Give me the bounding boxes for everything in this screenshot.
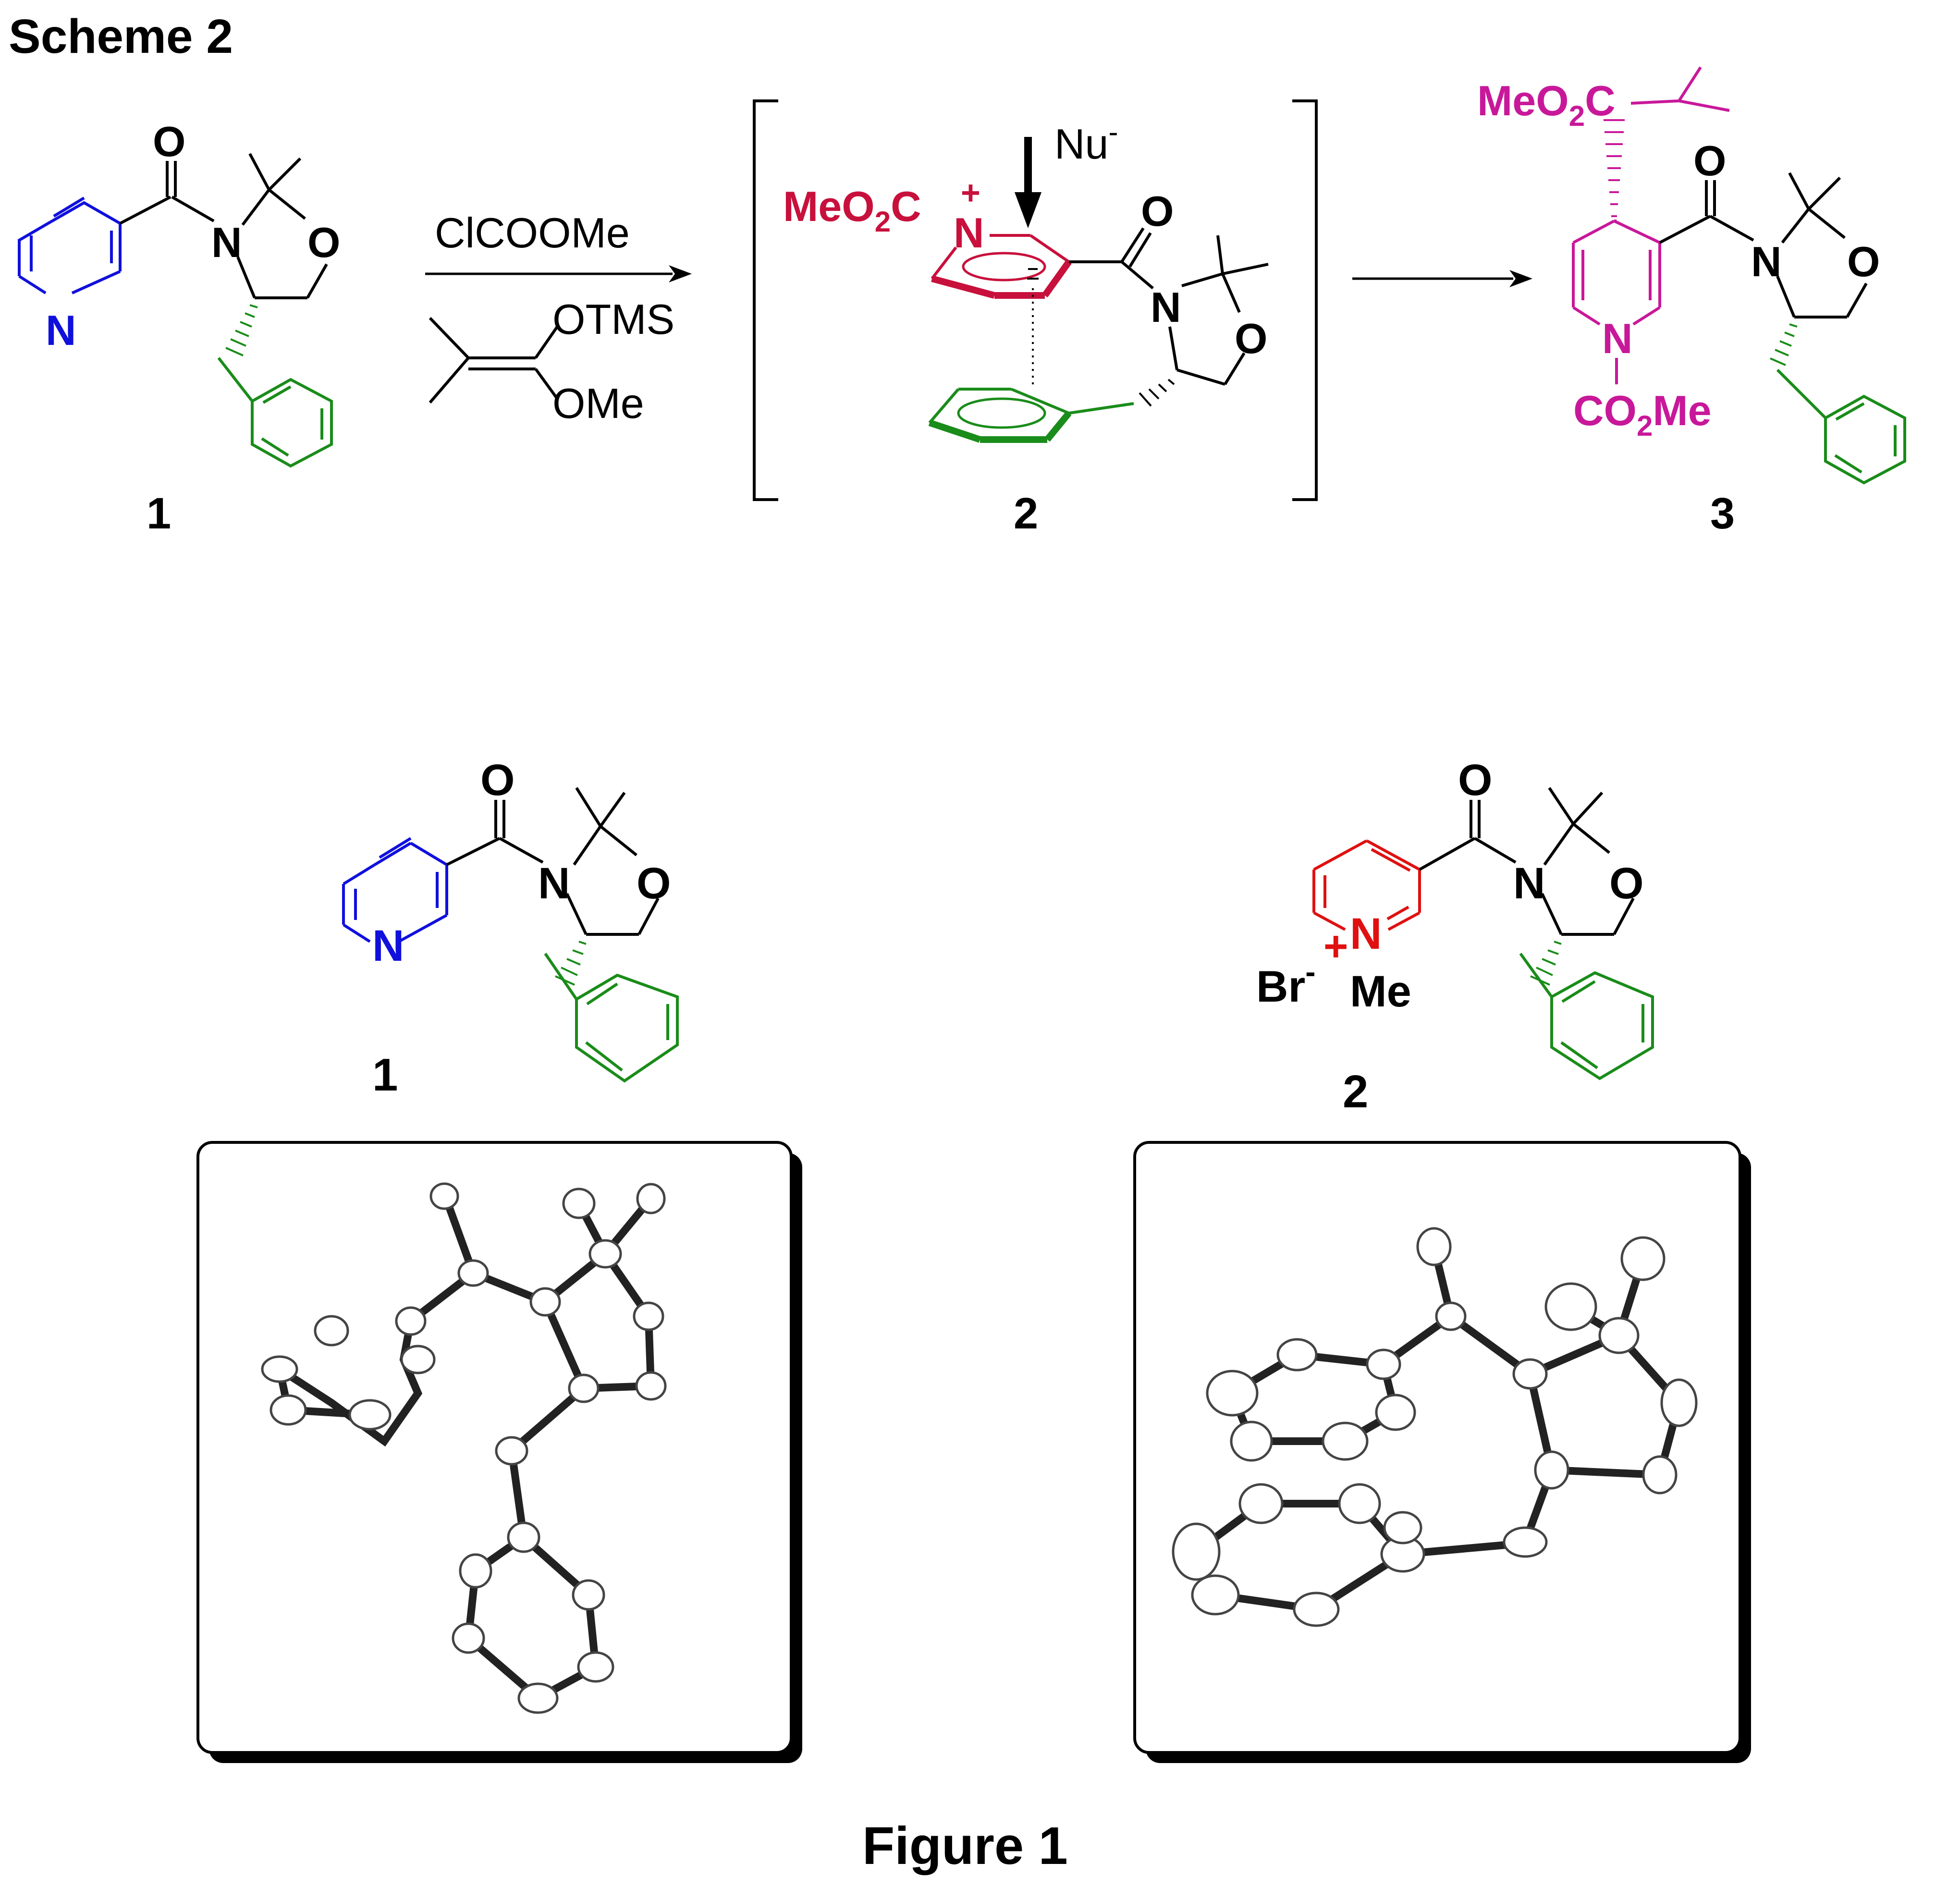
amide-nitrogen: N	[211, 219, 242, 266]
pi-stacking-interaction	[1027, 268, 1039, 389]
ketene-ome: OMe	[552, 380, 644, 427]
figure-compound-1-benzyl	[544, 953, 679, 1083]
carbonyl-bonds	[119, 153, 328, 299]
ketene-otms: OTMS	[552, 295, 674, 343]
ortep-atoms-2	[1172, 1227, 1698, 1627]
product-n-ester-label: CO2Me	[1573, 387, 1712, 442]
intermediate-number: 2	[1014, 489, 1038, 538]
ester-subscript: 2	[875, 206, 891, 238]
hashed-bond	[225, 304, 258, 356]
figure-compound-1-amide	[446, 787, 660, 936]
product-n-ester-end: Me	[1653, 387, 1711, 434]
intermediate-nitrogen: N	[954, 209, 984, 257]
product-top-ester-sub: 2	[1569, 100, 1585, 132]
intermediate-ester-label: MeO2C	[783, 183, 921, 238]
counterion-charge: -	[1305, 955, 1315, 989]
nucleophile-charge: -	[1109, 116, 1118, 148]
product-dihydropyridine	[1572, 66, 1730, 384]
product-oxazolidine-oxygen: O	[1847, 238, 1880, 285]
figure-pyridine-nitrogen: N	[372, 921, 404, 970]
product-top-ester-end: C	[1585, 77, 1616, 124]
scheme-compound-1: N O N O	[18, 118, 340, 468]
figure-compound-2-number: 2	[1343, 1066, 1368, 1117]
figure-compound-1: N O N O	[342, 756, 679, 1083]
figure-caption: Figure 1	[862, 1816, 1068, 1875]
carbonyl-oxygen: O	[153, 118, 185, 165]
figure-pyridine-ring	[342, 837, 448, 943]
product-benzyl	[1776, 368, 1906, 485]
product-amide-bonds	[1659, 172, 1868, 319]
figure-compound-2: + N Br- Me O N O	[1256, 756, 1654, 1080]
intermediate-hashed-bond	[1139, 379, 1175, 407]
product-ring-nitrogen: N	[1602, 315, 1633, 362]
product-hashed-wedge	[1604, 119, 1625, 217]
figure-compound-2-ring-oxygen: O	[1609, 859, 1644, 908]
figure-compound-2-hashed-bond	[1530, 941, 1562, 986]
intermediate-carbonyl-oxygen: O	[1141, 187, 1174, 235]
product-n-ester-text: CO	[1573, 387, 1637, 434]
product-number: 3	[1710, 489, 1735, 538]
figure-pyridinium-nitrogen: N	[1350, 909, 1382, 958]
figure-compound-2-nitrogen: N	[1513, 859, 1545, 908]
figure-compound-1-oxygen: O	[480, 756, 515, 805]
crystal-structure-panel-1	[196, 1141, 802, 1763]
pyridine-nitrogen: N	[46, 306, 76, 354]
nucleophile-arrow	[1015, 137, 1041, 228]
figure-compound-2-amide	[1419, 787, 1635, 936]
nucleophile-label: Nu-	[1054, 116, 1118, 168]
scheme-title: Scheme 2	[9, 10, 233, 63]
intermediate-n-charge: +	[961, 174, 980, 211]
oxazolidine-oxygen: O	[307, 219, 340, 266]
intermediate-brackets	[753, 99, 1318, 501]
nucleophile-text: Nu	[1054, 120, 1109, 168]
reaction-arrow-1	[425, 265, 692, 282]
benzyl-group	[217, 357, 333, 468]
intermediate-amide-nitrogen: N	[1151, 283, 1181, 331]
product-hashed-bond	[1770, 323, 1798, 366]
figure-compound-1-number: 1	[372, 1049, 398, 1101]
product-carbonyl-oxygen: O	[1693, 137, 1726, 184]
pyridinium-ring	[931, 234, 1072, 299]
crystal-structure-panel-2	[1133, 1141, 1751, 1763]
intermediate-benzene	[928, 388, 1134, 443]
figure-compound-2-oxygen: O	[1458, 756, 1493, 805]
product-top-ester-label: MeO2C	[1477, 77, 1616, 132]
product-n-ester-sub: 2	[1637, 410, 1653, 442]
intermediate-amide-bonds	[1069, 227, 1269, 386]
figure-compound-2-benzyl	[1519, 953, 1654, 1080]
ester-end: C	[891, 183, 921, 230]
figure-counterion: Br-	[1256, 955, 1316, 1011]
figure-n-methyl: Me	[1350, 967, 1411, 1016]
figure-compound-1-hashed-bond	[555, 941, 587, 986]
figure-compound-1-ring-oxygen: O	[637, 859, 671, 908]
reaction-arrow-2	[1352, 270, 1532, 287]
pyridine-ring	[18, 196, 122, 294]
figure-compound-1-nitrogen: N	[538, 859, 570, 908]
product-top-ester-text: MeO	[1477, 77, 1569, 124]
counterion-text: Br	[1256, 962, 1305, 1011]
figure-pyridinium-ring	[1312, 839, 1421, 931]
figure-pyridinium-charge: +	[1323, 922, 1348, 970]
scheme-compound-1-number: 1	[147, 489, 171, 538]
ortep-atoms-1	[261, 1182, 667, 1714]
product-amide-nitrogen: N	[1751, 238, 1782, 285]
ester-text: MeO	[783, 183, 875, 230]
silyl-ketene-acetal	[429, 317, 559, 404]
intermediate-oxazolidine-oxygen: O	[1235, 315, 1267, 362]
reagent-chloroformate: ClCOOMe	[435, 209, 630, 257]
